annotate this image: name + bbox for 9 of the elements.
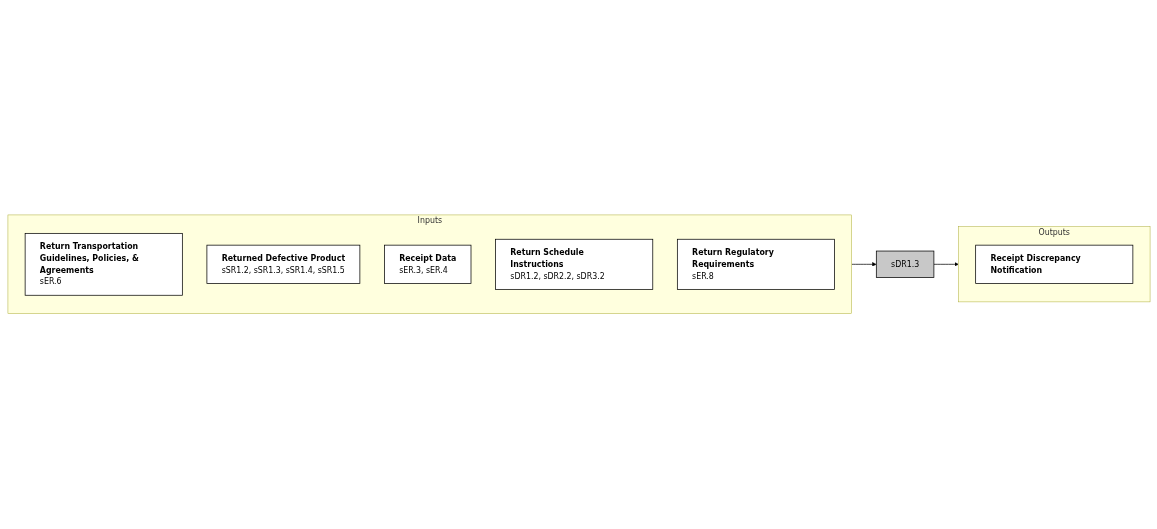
node-box: [494, 239, 653, 290]
node-box: [875, 250, 934, 279]
node-box: [383, 244, 471, 284]
node-box: [676, 239, 835, 290]
cluster: [7, 214, 852, 315]
cluster: [957, 226, 1150, 303]
node-box: [24, 233, 183, 296]
node-box: [974, 244, 1133, 284]
node-box: [206, 244, 360, 284]
